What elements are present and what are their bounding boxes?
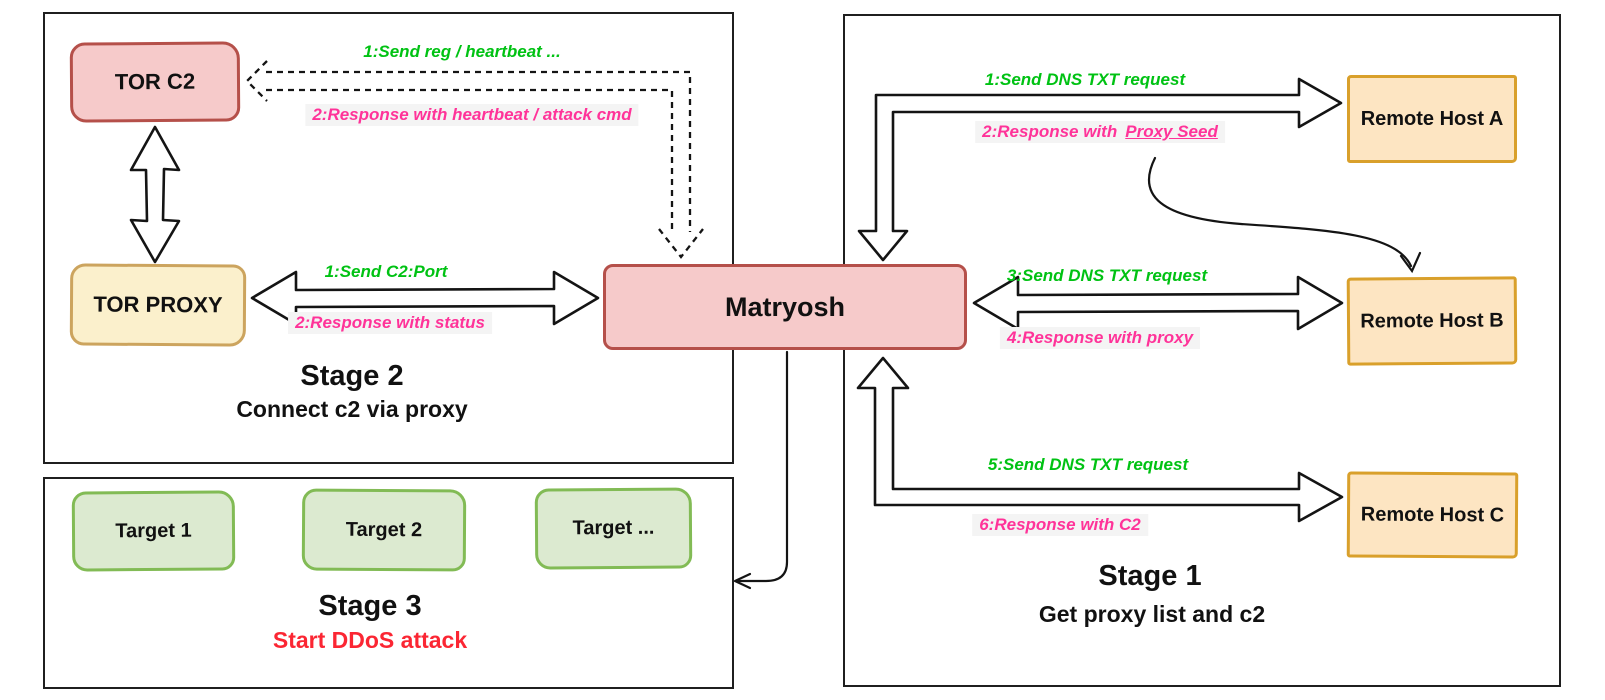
node-target-1: Target 1 — [71, 490, 236, 572]
node-remote-host-b: Remote Host B — [1346, 276, 1518, 366]
arrow-dashed-matryosh-torc2 — [245, 60, 704, 259]
target-1-label: Target 1 — [115, 519, 192, 542]
msg-send-reg-heartbeat: 1:Send reg / heartbeat ... — [363, 42, 561, 61]
msg-response-heartbeat: 2:Response with heartbeat / attack cmd — [305, 104, 639, 126]
msg-send-c2-port: 1:Send C2:Port — [324, 262, 448, 281]
remote-host-a-label: Remote Host A — [1360, 107, 1504, 130]
arrow-matryosh-hostb — [972, 275, 1344, 331]
arrow-proxyseed-hostb — [1147, 156, 1422, 274]
msg-response-status: 2:Response with status — [288, 312, 492, 334]
msg-2-proxy-seed: Proxy Seed — [1125, 122, 1218, 141]
arrow-matryosh-hosta — [857, 77, 1343, 262]
tor-proxy-label: TOR PROXY — [93, 291, 223, 318]
msg-3-dns-txt: 3:Send DNS TXT request — [1006, 266, 1208, 285]
node-target-2: Target 2 — [301, 488, 467, 572]
tor-c2-label: TOR C2 — [114, 68, 196, 95]
stage1-title: Stage 1 — [1098, 560, 1202, 592]
msg-4-response-proxy: 4:Response with proxy — [999, 327, 1201, 349]
node-tor-c2: TOR C2 — [69, 41, 241, 123]
msg-6-response-c2: 6:Response with C2 — [972, 514, 1148, 536]
msg-2-response-proxy-seed: 2:Response with Proxy Seed — [975, 121, 1225, 143]
msg-5-dns-txt: 5:Send DNS TXT request — [987, 455, 1189, 474]
node-target-more: Target ... — [534, 487, 693, 570]
node-remote-host-a: Remote Host A — [1347, 75, 1517, 163]
remote-host-c-label: Remote Host C — [1360, 503, 1505, 526]
stage1-subtitle: Get proxy list and c2 — [1038, 601, 1266, 627]
target-2-label: Target 2 — [345, 518, 423, 541]
arrow-matryosh-stage3 — [733, 350, 789, 590]
stage2-subtitle: Connect c2 via proxy — [236, 396, 468, 422]
arrow-torc2-torproxy — [129, 125, 181, 264]
stage2-title: Stage 2 — [300, 360, 404, 392]
node-tor-proxy: TOR PROXY — [69, 263, 247, 347]
msg-2-prefix: 2:Response with — [982, 122, 1118, 141]
msg-1-dns-txt: 1:Send DNS TXT request — [984, 70, 1186, 89]
dashed-arrowhead-left — [245, 60, 268, 102]
stage3-title: Stage 3 — [318, 590, 422, 622]
dashed-arrowhead-down — [658, 228, 704, 259]
target-more-label: Target ... — [572, 516, 655, 540]
matryosh-label: Matryosh — [724, 291, 846, 322]
node-remote-host-c: Remote Host C — [1346, 471, 1519, 559]
node-matryosh: Matryosh — [603, 264, 967, 350]
remote-host-b-label: Remote Host B — [1360, 308, 1504, 333]
arrow-matryosh-hostc — [856, 356, 1344, 523]
stage3-subtitle: Start DDoS attack — [272, 627, 468, 653]
